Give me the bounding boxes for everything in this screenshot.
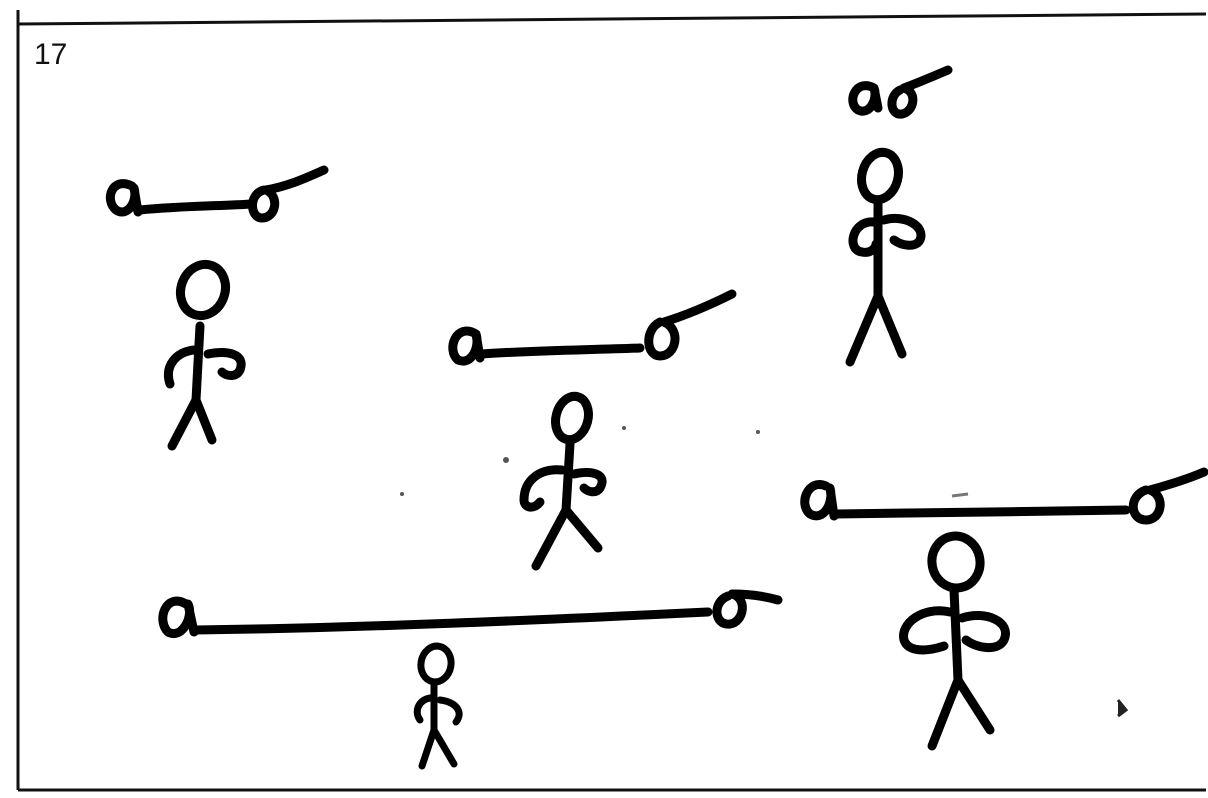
- figure-top-right: [850, 148, 921, 362]
- line-label-group-2: [453, 294, 732, 361]
- line-label-group-5: [163, 594, 778, 634]
- figure-right: [904, 532, 1006, 746]
- stray-marks: [400, 426, 1126, 716]
- line-label-group-1: [110, 170, 324, 218]
- line-label-group-4: [805, 472, 1204, 520]
- figure-center: [524, 393, 602, 566]
- small-figure-top-left: [168, 258, 241, 446]
- line-label-group-3: [853, 70, 948, 114]
- tiny-figure-bottom: [417, 644, 459, 766]
